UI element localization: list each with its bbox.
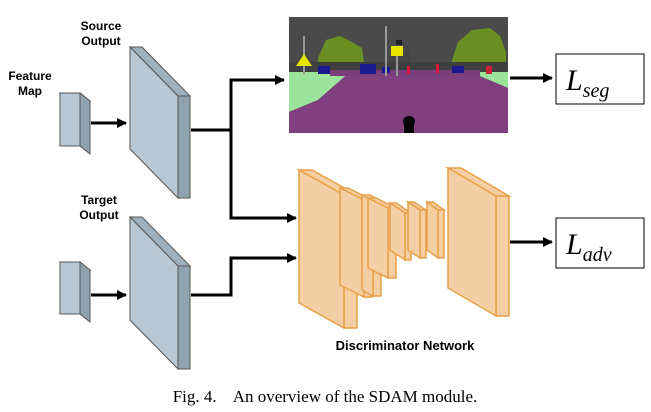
- source-feature-map-block: [58, 91, 92, 156]
- segmentation-loss-label: Lseg: [565, 64, 609, 102]
- figure-caption: Fig. 4. An overview of the SDAM module.: [173, 387, 478, 406]
- feature-map-label-line2: Map: [18, 84, 42, 98]
- discriminator-network-label: Discriminator Network: [336, 338, 475, 353]
- discriminator-layer-8: [445, 166, 512, 318]
- target-feature-map-block: [58, 260, 92, 324]
- target-output-label-line1: Target: [81, 193, 117, 207]
- source-output-block: [128, 45, 192, 200]
- adversarial-loss-label: Ladv: [565, 228, 612, 266]
- target-output-block: [128, 215, 192, 371]
- discriminator-layer-7: [424, 200, 447, 260]
- source-to-discriminator-arrow: [229, 130, 297, 223]
- segmentation-map-image: [289, 17, 508, 133]
- source-output-label-line1: Source: [81, 19, 122, 33]
- adversarial-loss-box: Ladv: [555, 217, 645, 269]
- source-to-segmentation-arrow: [191, 75, 285, 132]
- target-output-label-line2: Output: [79, 208, 118, 222]
- segmentation-loss-box: Lseg: [555, 53, 645, 105]
- discriminator-layer-6: [405, 200, 429, 260]
- feature-map-label-line1: Feature: [8, 69, 52, 83]
- target-to-discriminator-arrow: [191, 253, 297, 297]
- discriminator-network: [296, 166, 512, 330]
- source-output-label-line2: Output: [81, 34, 120, 48]
